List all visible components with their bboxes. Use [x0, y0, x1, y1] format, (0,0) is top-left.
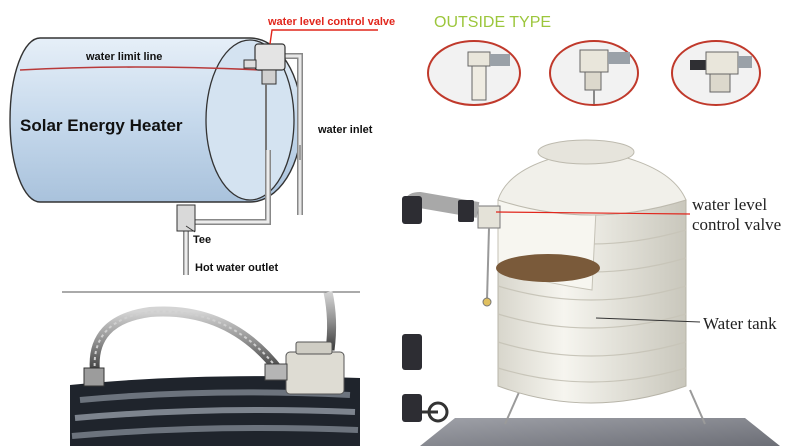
outside-type-circle-2	[549, 40, 639, 106]
braided-hose	[89, 306, 284, 376]
tank-valve-callout	[495, 211, 691, 215]
tee-label: Tee	[193, 234, 212, 246]
hot-water-outlet-label: Hot water outlet	[195, 262, 279, 274]
valve-callout-red	[269, 29, 378, 45]
water-limit-line	[19, 66, 263, 71]
tank-valve-label-line1: water level	[692, 195, 768, 214]
valve-photo	[70, 291, 360, 446]
tee-pointer	[185, 225, 196, 233]
tank-valve	[477, 205, 501, 229]
water-limit-line-label: water limit line	[86, 51, 163, 63]
tee-fitting	[176, 204, 196, 232]
tank-base-pad	[420, 418, 780, 446]
upper-pipe	[323, 291, 337, 351]
tank-lid-cap	[537, 139, 635, 165]
water-tank-label: Water tank	[703, 314, 777, 333]
heater-title: Solar Energy Heater	[20, 116, 183, 135]
outside-type-examples	[427, 40, 761, 106]
tank-valve-label: water level control valve	[692, 195, 781, 235]
tank-callout	[595, 317, 701, 323]
photo-valve-body	[285, 351, 345, 395]
hose-fitting-left	[83, 367, 105, 387]
solar-heater-diagram	[9, 29, 378, 275]
tank-valve-label-line2: control valve	[692, 215, 782, 234]
outside-type-circle-1	[427, 40, 521, 106]
tank-dome-lid	[497, 149, 687, 216]
heater-valve-body	[254, 43, 286, 71]
outside-type-heading: OUTSIDE TYPE	[434, 14, 552, 31]
outside-type-circle-3	[671, 40, 761, 106]
tank-water-surface	[496, 254, 600, 282]
water-tank-diagram	[402, 139, 780, 446]
water-inlet-label: water inlet	[318, 124, 373, 136]
heater-valve-label: water level control valve	[268, 16, 396, 28]
